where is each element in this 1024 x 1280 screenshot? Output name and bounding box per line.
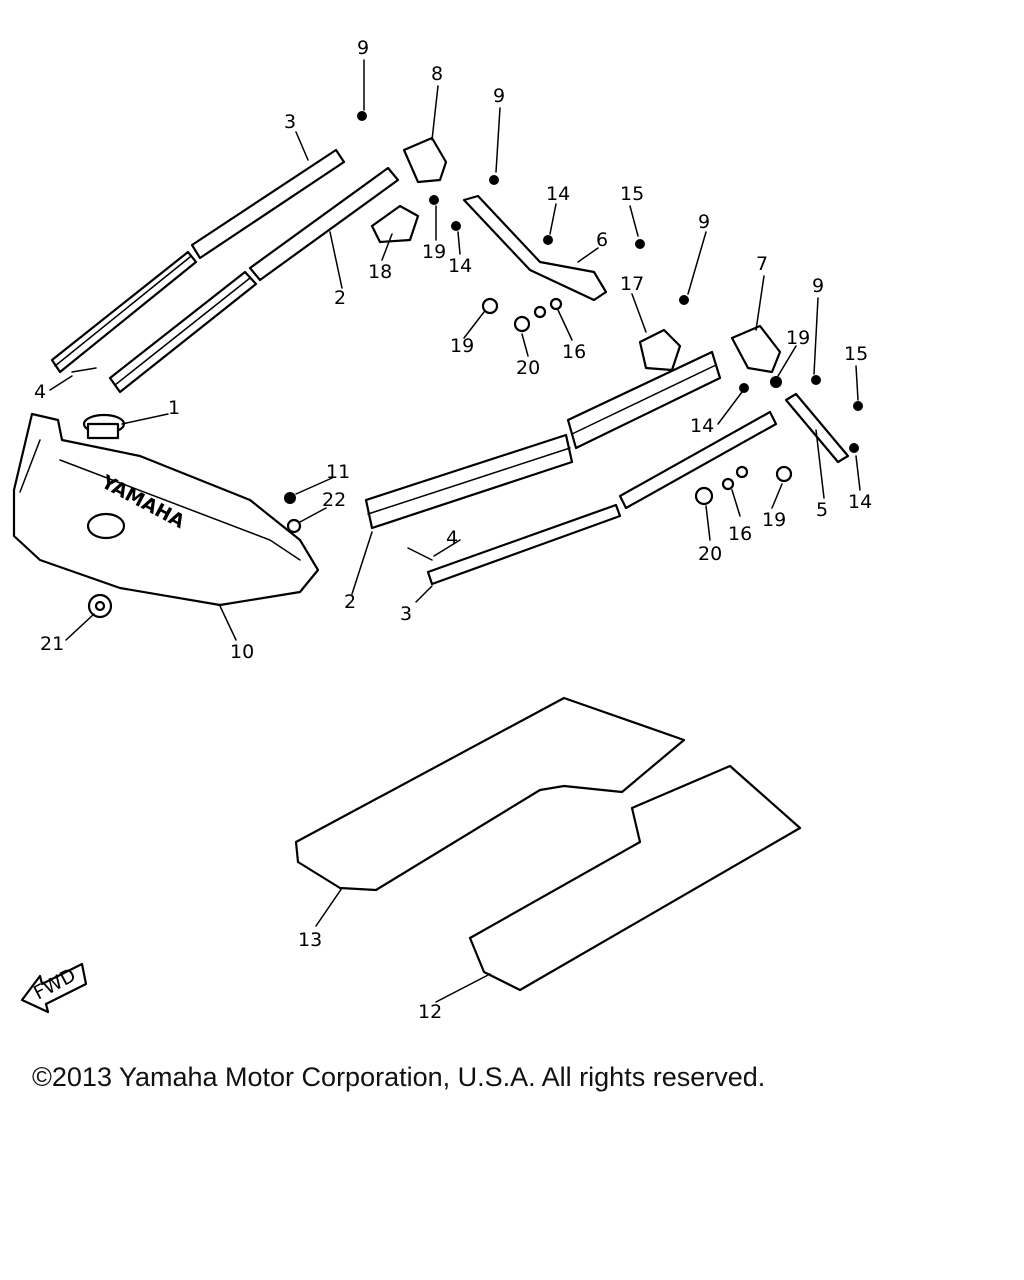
- stay-6: [462, 194, 608, 302]
- callout-label: 13: [298, 929, 322, 951]
- callout-label: 11: [326, 461, 350, 483]
- callout-label: 9: [698, 211, 710, 233]
- mat-12: [468, 764, 802, 992]
- stay-5: [784, 392, 850, 464]
- callout-label: 18: [368, 261, 392, 283]
- callout-label: 19: [762, 509, 786, 531]
- mat-13: [294, 696, 686, 892]
- callout-label: 22: [322, 489, 346, 511]
- callout-label: 14: [848, 491, 872, 513]
- callout-label: 5: [816, 499, 828, 521]
- callout-label: 19: [422, 241, 446, 263]
- callout-label: 3: [284, 111, 296, 133]
- callout-labels: 9 8 9 3 14 15 2 18 19 14 6 9 7 9 17 19 2…: [34, 37, 872, 1023]
- callout-label: 14: [546, 183, 570, 205]
- callout-label: 19: [786, 327, 810, 349]
- callout-label: 17: [620, 273, 644, 295]
- callout-label: 21: [40, 633, 64, 655]
- callout-label: 20: [698, 543, 722, 565]
- callout-label: 9: [812, 275, 824, 297]
- callout-label: 10: [230, 641, 254, 663]
- clamp-18: [370, 204, 420, 244]
- callout-label: 3: [400, 603, 412, 625]
- callout-label: 2: [344, 591, 356, 613]
- callout-label: 2: [334, 287, 346, 309]
- leader-lines: [49, 59, 861, 1003]
- rub-rail-right: [426, 410, 778, 586]
- bracket-7: [730, 324, 782, 374]
- callout-label: 16: [728, 523, 752, 545]
- callout-label: 4: [446, 527, 458, 549]
- fwd-arrow-icon: FWD: [20, 962, 88, 1014]
- copyright-text: ©2013 Yamaha Motor Corporation, U.S.A. A…: [32, 1062, 766, 1092]
- rub-rail-left: [50, 148, 346, 374]
- fasteners: [71, 111, 863, 619]
- callout-label: 20: [516, 357, 540, 379]
- bracket-8: [402, 136, 448, 184]
- callout-label: 12: [418, 1001, 442, 1023]
- callout-label: 4: [34, 381, 46, 403]
- callout-label: 7: [756, 253, 768, 275]
- callout-label: 16: [562, 341, 586, 363]
- callout-label: 1: [168, 397, 180, 419]
- rail-left: [108, 166, 400, 394]
- front-bumper: YAMAHA: [12, 412, 320, 607]
- callout-label: 6: [596, 229, 608, 251]
- callout-label: 15: [844, 343, 868, 365]
- cap: [82, 413, 126, 440]
- callout-label: 9: [357, 37, 369, 59]
- clamp-17: [638, 328, 682, 372]
- rail-right: [364, 350, 722, 530]
- callout-label: 19: [450, 335, 474, 357]
- callout-label: 15: [620, 183, 644, 205]
- callout-label: 14: [448, 255, 472, 277]
- callout-label: 8: [431, 63, 443, 85]
- callout-label: 14: [690, 415, 714, 437]
- callout-label: 9: [493, 85, 505, 107]
